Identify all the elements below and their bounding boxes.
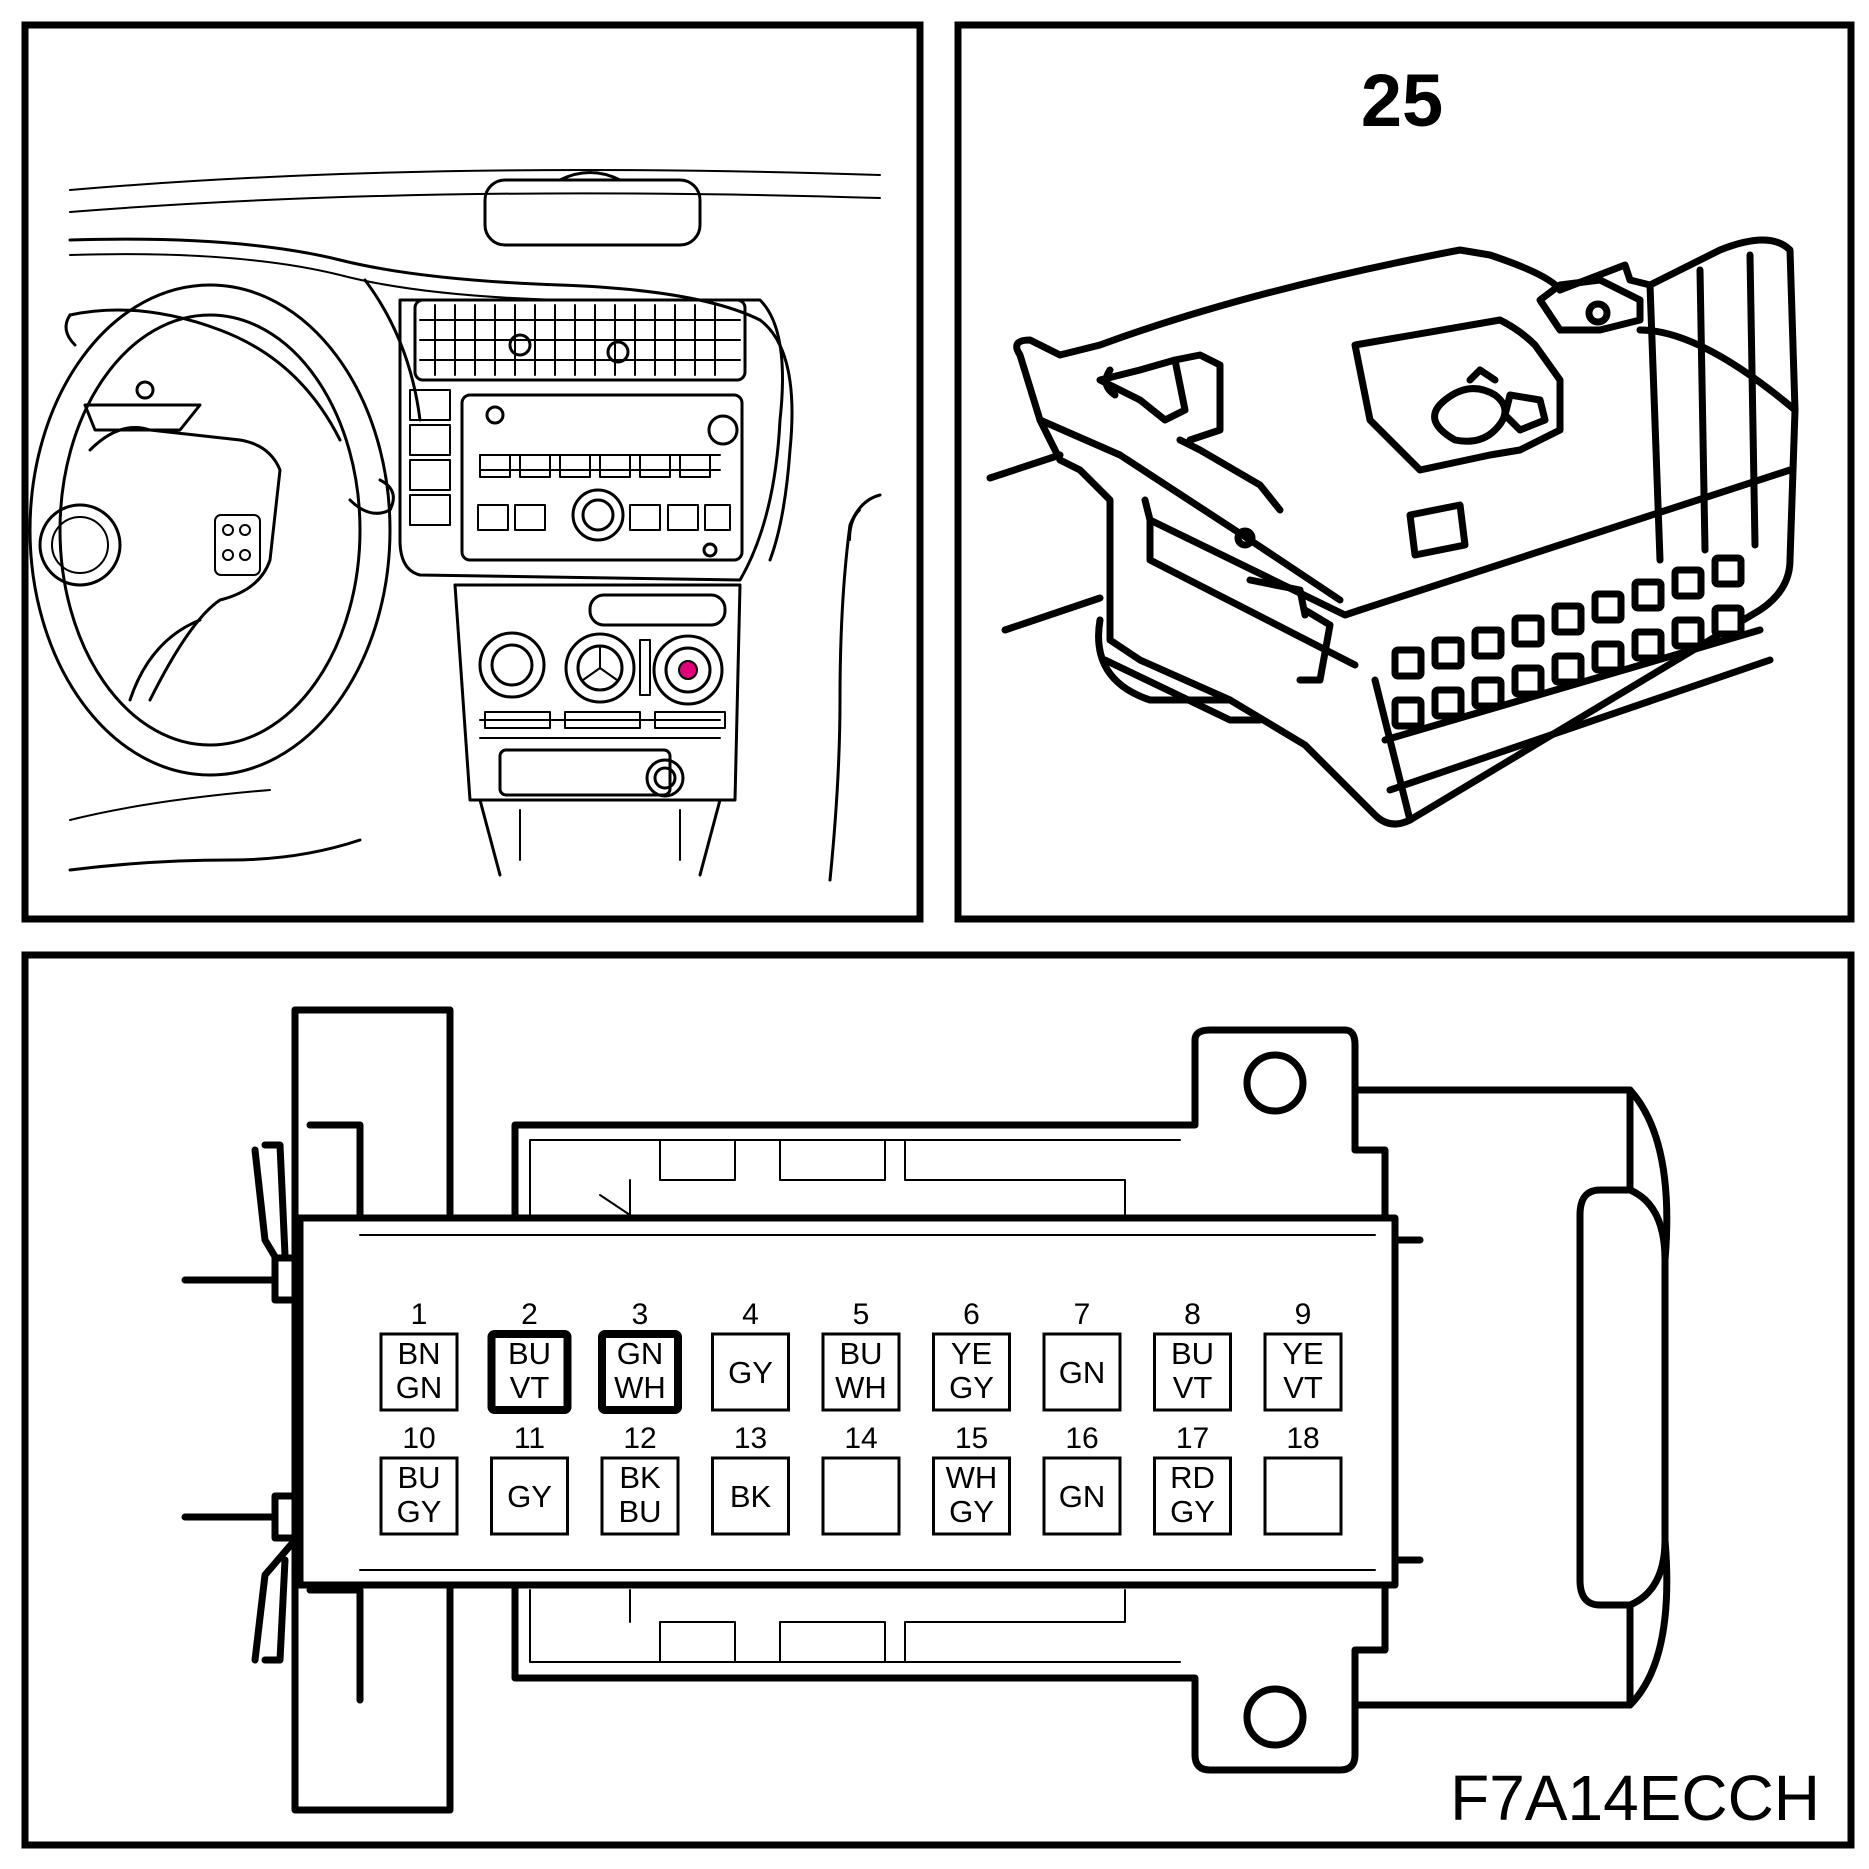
figure-code: F7A14ECCH bbox=[1450, 1762, 1820, 1834]
pin-cell bbox=[932, 1456, 1011, 1536]
connector-3d-illustration bbox=[986, 236, 1799, 828]
pin-cell-highlighted bbox=[598, 1330, 682, 1414]
wire-color-code: GY bbox=[507, 1479, 552, 1514]
pin-cell bbox=[379, 1332, 459, 1412]
wire-color-code: WH bbox=[946, 1460, 998, 1495]
pin-cell bbox=[379, 1456, 459, 1536]
pin-14: 14 bbox=[821, 1422, 901, 1536]
pin-cell bbox=[1042, 1332, 1122, 1412]
wire-color-code: WH bbox=[835, 1370, 887, 1405]
wire-color-code: GN bbox=[396, 1370, 443, 1405]
wire-color-code: GY bbox=[1170, 1494, 1215, 1529]
pin-number: 15 bbox=[955, 1422, 988, 1455]
wire-color-code: BU bbox=[618, 1494, 661, 1529]
pin-number: 11 bbox=[514, 1422, 545, 1455]
pin-cell bbox=[821, 1456, 901, 1536]
pin-number: 13 bbox=[734, 1422, 767, 1455]
pin-cell bbox=[711, 1456, 790, 1536]
wire-color-code: GN bbox=[617, 1336, 664, 1371]
pin-cell bbox=[1042, 1456, 1122, 1536]
location-marker bbox=[678, 660, 698, 680]
pin-number: 6 bbox=[963, 1298, 980, 1331]
pin-number: 8 bbox=[1184, 1298, 1201, 1331]
wire-color-code: BN bbox=[397, 1336, 440, 1371]
pin-cell-highlighted bbox=[487, 1330, 572, 1414]
pin-number: 2 bbox=[521, 1298, 538, 1331]
pin-number: 4 bbox=[742, 1298, 759, 1331]
pin-cell bbox=[1153, 1456, 1232, 1536]
wire-color-code: GN bbox=[1059, 1355, 1106, 1390]
wire-color-code: WH bbox=[614, 1370, 666, 1405]
pin-number: 3 bbox=[632, 1298, 649, 1331]
pin-7: 7GN bbox=[1042, 1298, 1122, 1412]
wire-color-code: YE bbox=[951, 1336, 992, 1371]
pin-cell bbox=[821, 1332, 901, 1412]
pin-cell bbox=[1263, 1332, 1343, 1412]
connector-number: 25 bbox=[1361, 59, 1443, 142]
wire-color-code: RD bbox=[1170, 1460, 1215, 1495]
pin-4: 4GY bbox=[711, 1298, 790, 1412]
wire-color-code: BK bbox=[730, 1479, 772, 1514]
wire-color-code: BK bbox=[619, 1460, 661, 1495]
wire-color-code: VT bbox=[510, 1370, 550, 1405]
dashboard-illustration bbox=[28, 169, 882, 882]
pin-number: 18 bbox=[1286, 1422, 1319, 1455]
wire-color-code: VT bbox=[1173, 1370, 1213, 1405]
panel-location bbox=[21, 21, 924, 923]
wire-color-code: YE bbox=[1282, 1336, 1323, 1371]
pin-cell bbox=[932, 1332, 1011, 1412]
pin-grid: 1BNGN2BUVT3GNWH4GY5BUWH6YEGY7GN8BUVT9YEV… bbox=[379, 1298, 1343, 1536]
pin-number: 17 bbox=[1176, 1422, 1209, 1455]
pin-cell bbox=[490, 1456, 569, 1536]
wire-color-code: BU bbox=[1171, 1336, 1214, 1371]
wire-color-code: GY bbox=[949, 1494, 994, 1529]
pin-number: 1 bbox=[411, 1298, 428, 1331]
wire-color-code: GN bbox=[1059, 1479, 1106, 1514]
wire-color-code: GY bbox=[949, 1370, 994, 1405]
pin-number: 7 bbox=[1074, 1298, 1091, 1331]
wire-color-code: BU bbox=[397, 1460, 440, 1495]
pin-number: 14 bbox=[844, 1422, 877, 1455]
pin-cell bbox=[600, 1456, 680, 1536]
pin-number: 10 bbox=[402, 1422, 435, 1455]
wire-color-code: GY bbox=[728, 1355, 773, 1390]
wire-color-code: BU bbox=[839, 1336, 882, 1371]
pin-number: 16 bbox=[1065, 1422, 1098, 1455]
pin-cell bbox=[1153, 1332, 1232, 1412]
wire-color-code: VT bbox=[1283, 1370, 1323, 1405]
pin-cell bbox=[711, 1332, 790, 1412]
pin-18: 18 bbox=[1263, 1422, 1343, 1536]
panel-pinout: 1BNGN2BUVT3GNWH4GY5BUWH6YEGY7GN8BUVT9YEV… bbox=[21, 951, 1855, 1849]
pin-number: 9 bbox=[1295, 1298, 1312, 1331]
pin-number: 12 bbox=[623, 1422, 656, 1455]
pin-number: 5 bbox=[853, 1298, 870, 1331]
panel-connector-view: 25 bbox=[954, 21, 1855, 923]
pin-cell bbox=[1263, 1456, 1343, 1536]
wire-color-code: GY bbox=[397, 1494, 442, 1529]
rearview-mirror bbox=[483, 178, 702, 247]
wire-color-code: BU bbox=[508, 1336, 551, 1371]
